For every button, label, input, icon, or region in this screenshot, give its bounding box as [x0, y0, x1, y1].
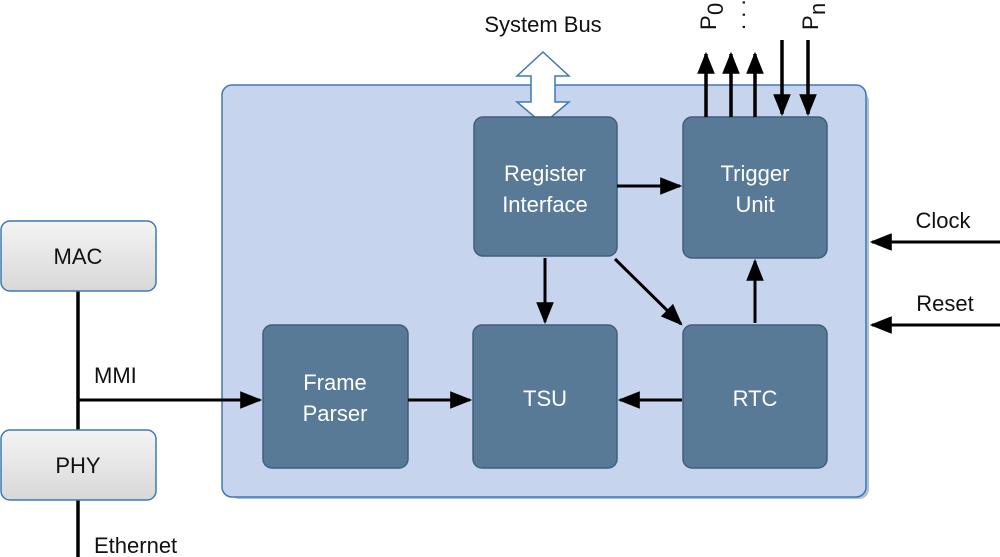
rtc-block: RTC — [682, 324, 828, 469]
phy-label: PHY — [55, 453, 101, 478]
frame-parser-line1: Frame — [303, 370, 367, 395]
reset-label: Reset — [916, 291, 973, 316]
port-p0-label: P 0 — [696, 3, 728, 30]
port-pn-label: P n — [798, 3, 830, 30]
trigger-unit-line1: Trigger — [721, 161, 790, 186]
register-interface-block: Register Interface — [473, 116, 618, 257]
system-bus-label: System Bus — [484, 12, 601, 37]
clock-label: Clock — [915, 208, 971, 233]
tsu-block: TSU — [472, 324, 618, 469]
arrow-register-to-rtc — [613, 257, 683, 326]
register-interface-line1: Register — [504, 161, 586, 186]
rtc-label: RTC — [733, 386, 778, 411]
trigger-unit-block: Trigger Unit — [682, 116, 828, 259]
mmi-label: MMI — [94, 363, 137, 388]
register-interface-line2: Interface — [502, 192, 588, 217]
svg-text:P: P — [696, 15, 721, 30]
svg-text:. . .: . . . — [725, 0, 750, 30]
mac-block: MAC — [0, 220, 157, 292]
ethernet-label: Ethernet — [94, 533, 177, 557]
mac-label: MAC — [54, 244, 103, 269]
svg-text:P: P — [798, 15, 823, 30]
svg-text:0: 0 — [703, 3, 728, 15]
frame-parser-line2: Parser — [303, 401, 368, 426]
port-dots: . . . — [725, 0, 750, 30]
trigger-unit-line2: Unit — [735, 192, 774, 217]
svg-text:n: n — [805, 3, 830, 15]
phy-block: PHY — [0, 429, 157, 501]
tsu-label: TSU — [523, 386, 567, 411]
frame-parser-block: Frame Parser — [262, 324, 409, 469]
